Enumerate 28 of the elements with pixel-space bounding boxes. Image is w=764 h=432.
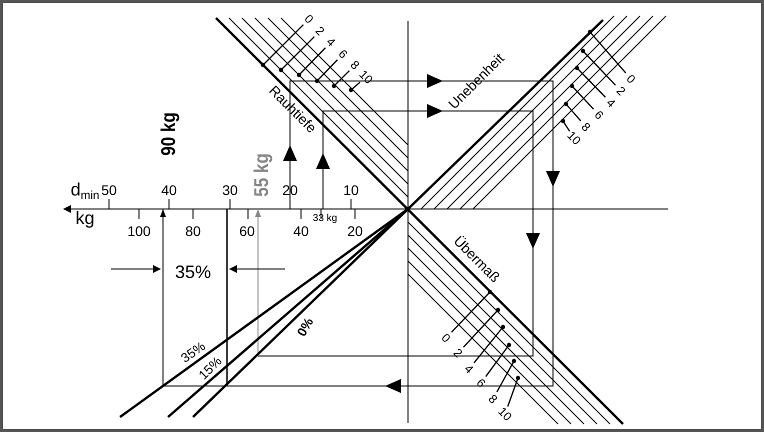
scale-number: 2 [614,84,628,98]
scale-number: 2 [313,24,327,38]
tick-label: 10 [343,183,359,197]
scale-number: 0 [439,331,453,345]
scale-number: 10 [496,405,514,423]
tick-label: 80 [185,224,201,238]
scale-number: 8 [348,58,362,72]
scale-number: 8 [486,392,500,406]
scale-number: 4 [324,35,338,49]
axis-label: d$_{min}$ [70,180,100,202]
tick-label: 40 [161,183,177,197]
difference-label: 35% [174,263,212,281]
tick-label: 50 [101,183,117,197]
value-label: 90 kg [159,112,179,156]
tick-label: 30 [222,183,238,197]
scale-number: 0 [624,72,638,86]
scale-number: 4 [604,96,618,110]
tick-label: 40 [293,224,309,238]
scale-number: 6 [336,47,350,61]
line-label: 0% [294,316,316,338]
scale-number: 6 [592,108,606,122]
scale-number: 4 [462,362,476,376]
tick-label: 20 [347,224,363,238]
scale-number: 0 [302,12,316,26]
unit-label: kg [76,209,94,227]
tick-label: 100 [127,224,151,238]
tick-label: 60 [239,224,255,238]
value-label: 55 kg [252,153,272,197]
